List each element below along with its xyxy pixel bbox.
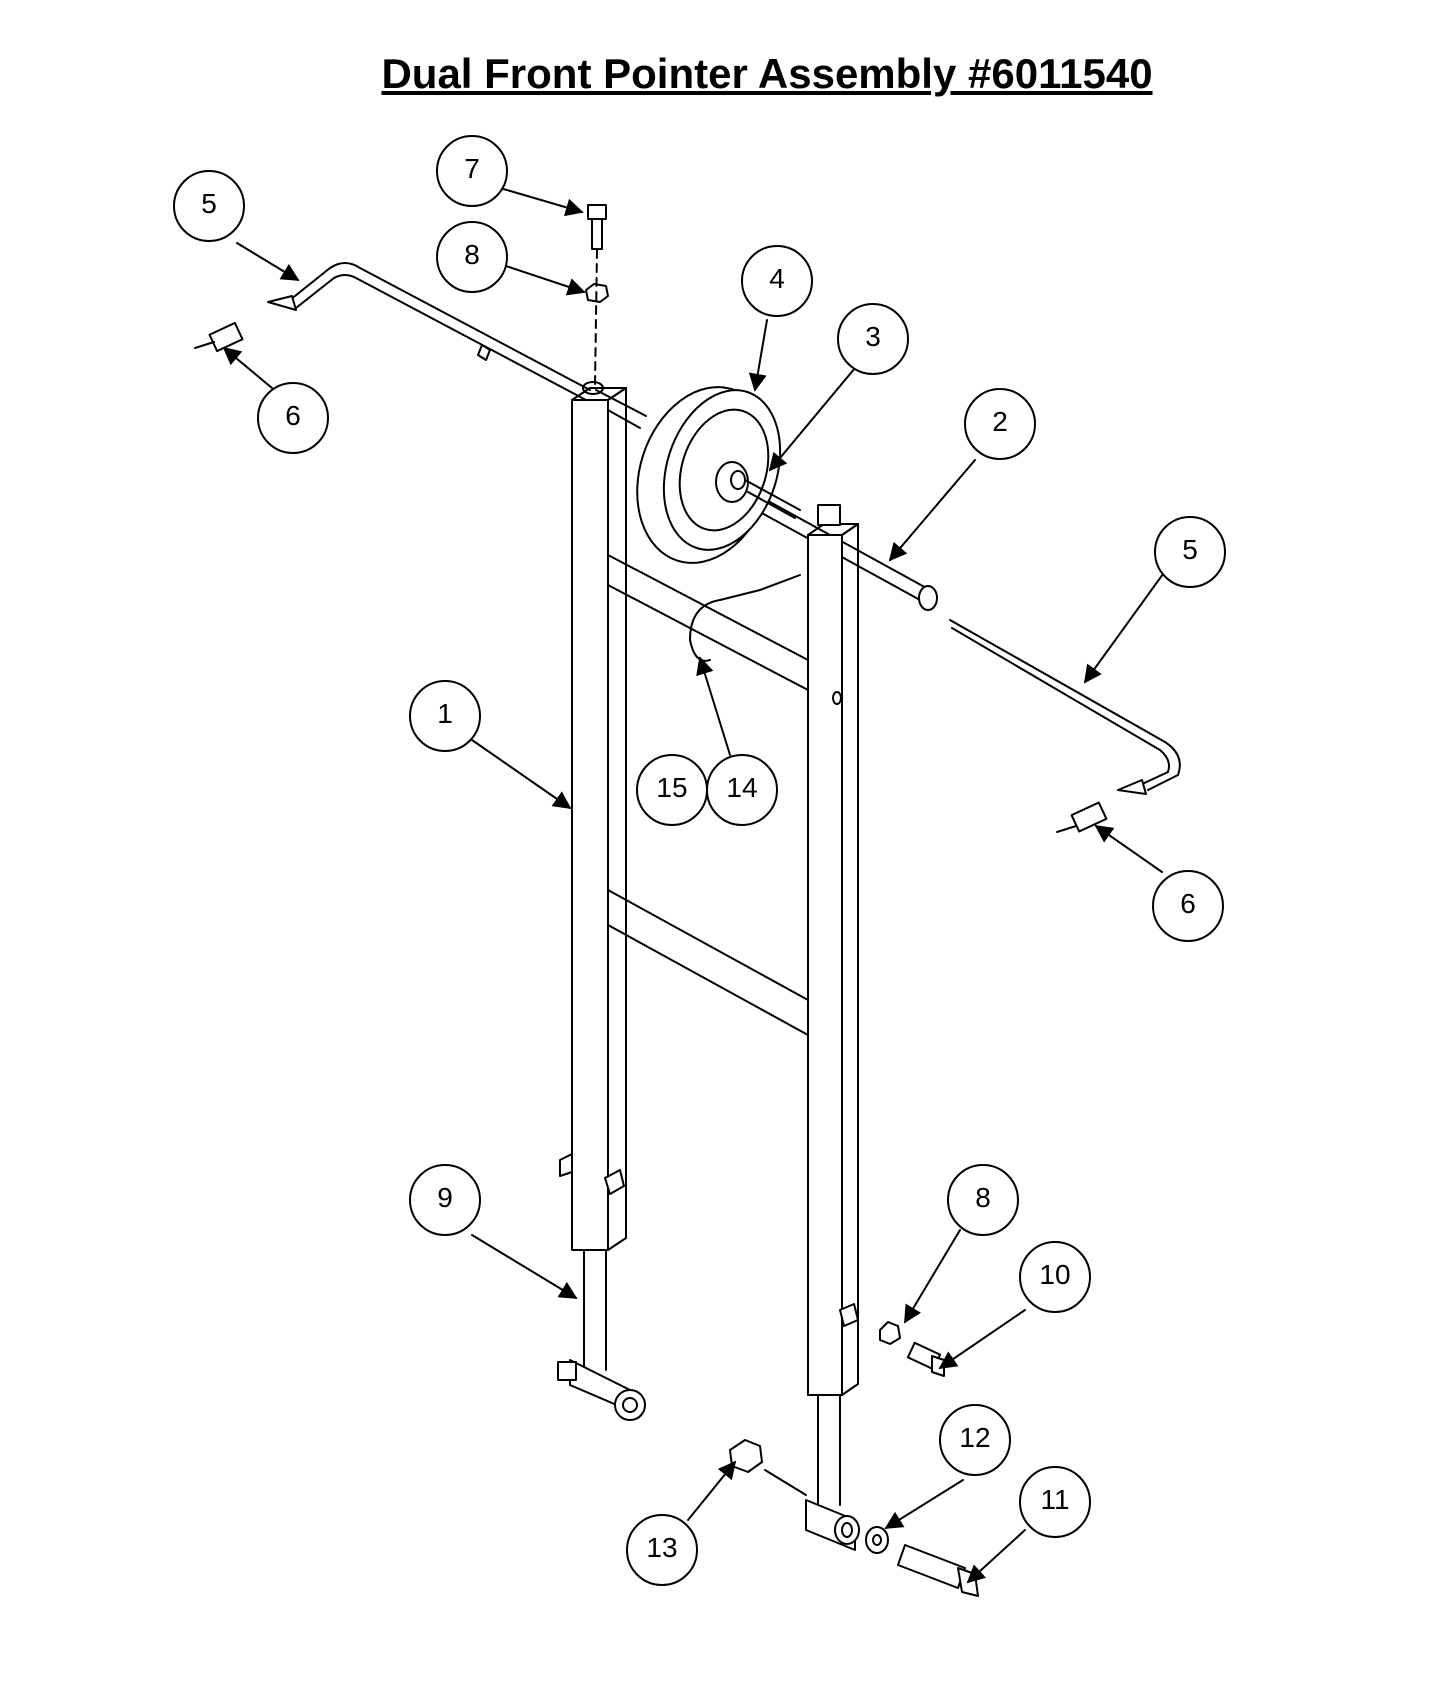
- callout-15: 15: [656, 772, 688, 803]
- callout-11: 11: [1040, 1484, 1070, 1515]
- callout-6-right: 6: [1180, 888, 1196, 919]
- pivot-nut: [729, 1439, 807, 1496]
- callout-5-left: 5: [201, 188, 217, 219]
- top-bolt: [587, 204, 607, 250]
- callout-4: 4: [769, 263, 785, 294]
- diagram-title: Dual Front Pointer Assembly #6011540: [381, 50, 1153, 97]
- bolt-centerline: [594, 249, 598, 386]
- callout-5-right: 5: [1182, 534, 1198, 565]
- right-leg-extension: [805, 1303, 860, 1551]
- callout-3: 3: [865, 321, 881, 352]
- callout-12: 12: [959, 1422, 991, 1453]
- callout-14: 14: [726, 772, 758, 803]
- left-pointer-rod: [267, 262, 591, 401]
- callout-13: 13: [646, 1532, 678, 1563]
- left-pointer-tip: [194, 321, 244, 353]
- callout-6-left: 6: [285, 400, 301, 431]
- callout-9: 9: [437, 1182, 453, 1213]
- callout-7: 7: [464, 153, 480, 184]
- callout-8-lower: 8: [975, 1182, 991, 1213]
- left-upright: [571, 381, 627, 1251]
- callout-10: 10: [1039, 1259, 1071, 1290]
- right-pointer-tip: [1056, 801, 1108, 833]
- leader-lines: [222, 187, 1164, 1584]
- callout-circles: [173, 135, 1226, 1586]
- right-upright: [807, 504, 859, 1396]
- lower-nut: [879, 1321, 901, 1345]
- lower-bolt: [906, 1341, 945, 1377]
- pivot-washer: [865, 1526, 889, 1554]
- callout-8-top: 8: [464, 239, 480, 270]
- callout-2: 2: [992, 406, 1008, 437]
- pivot-bolt: [897, 1544, 979, 1597]
- right-pointer-rod: [949, 619, 1181, 795]
- wheel: [636, 386, 801, 564]
- callout-1: 1: [437, 698, 453, 729]
- frame-cross-members: [607, 554, 809, 1036]
- left-leg-extension: [557, 1153, 646, 1421]
